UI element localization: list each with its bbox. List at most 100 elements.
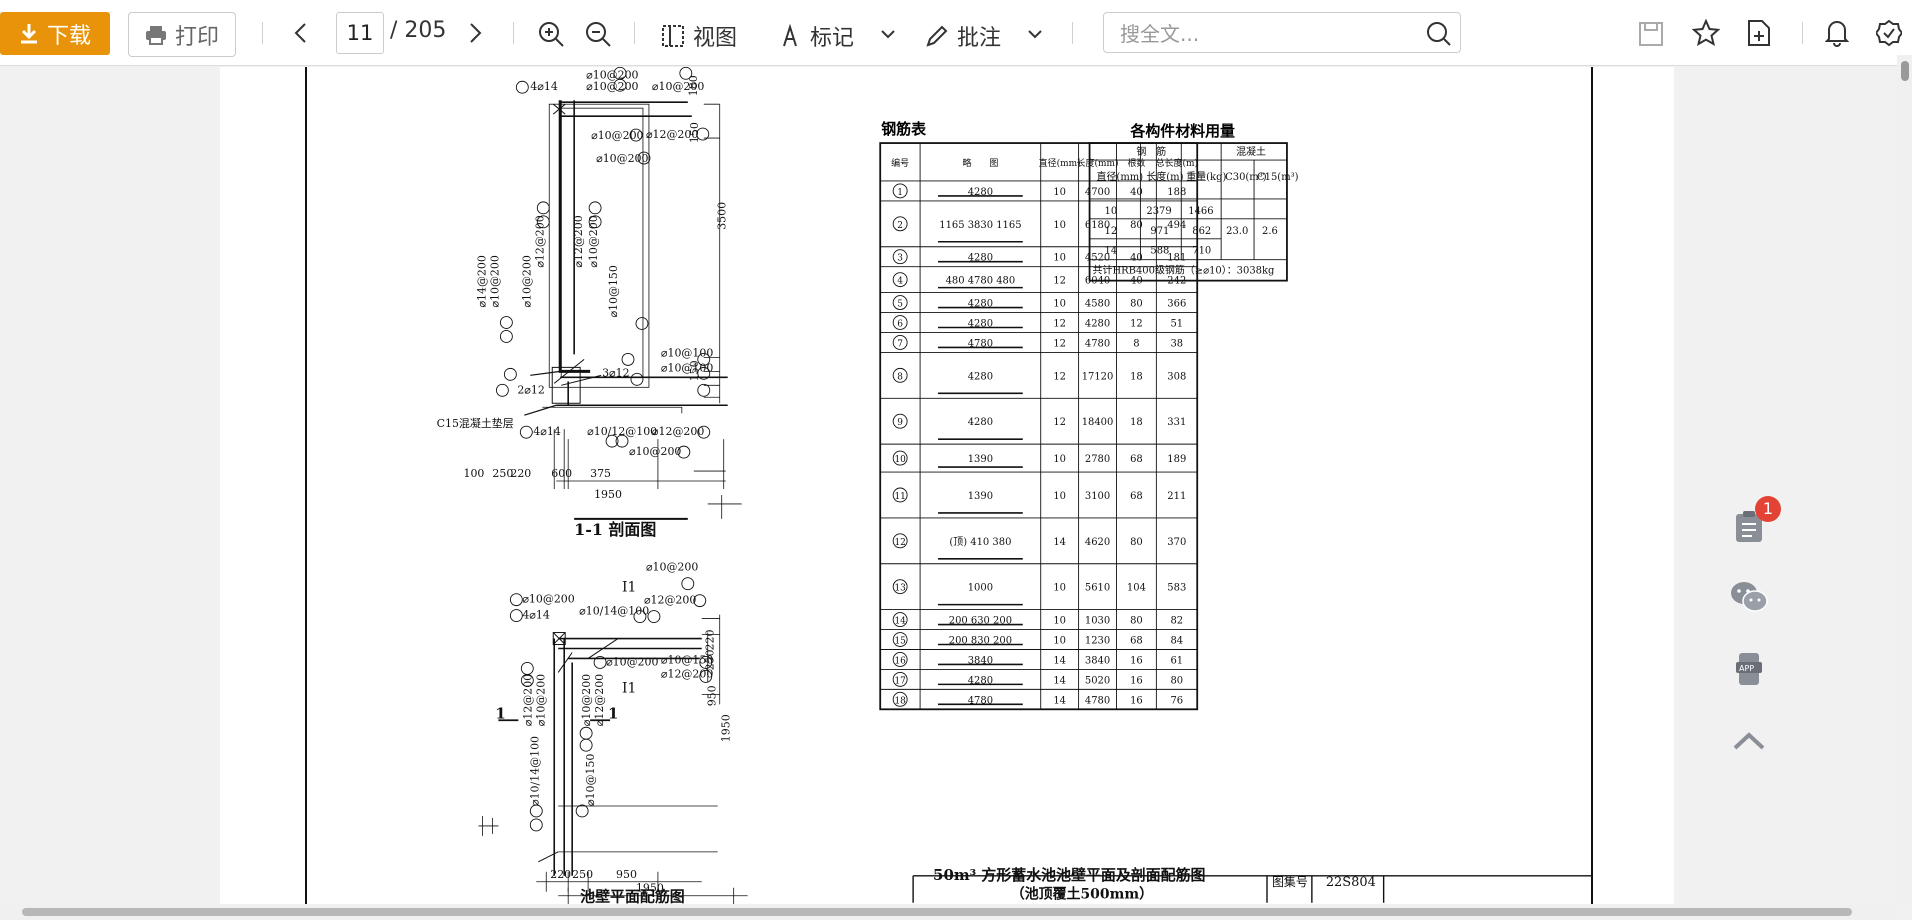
svg-text:直径(mm): 直径(mm) — [1097, 170, 1144, 183]
search-input[interactable] — [1118, 21, 1422, 47]
svg-text:共计HRB400级钢筋（≥⌀10）：3038kg: 共计HRB400级钢筋（≥⌀10）：3038kg — [1093, 264, 1275, 277]
svg-text:375: 375 — [590, 467, 611, 480]
save-button[interactable] — [1637, 20, 1665, 48]
rebar-diameter: 10 — [1053, 220, 1066, 231]
rebar-number-circle — [892, 335, 908, 350]
zoom-out-button[interactable] — [584, 20, 612, 48]
rebar-length: 4280 — [1085, 318, 1110, 329]
rebar-diameter: 10 — [1053, 253, 1066, 264]
search-icon[interactable] — [1426, 21, 1452, 47]
svg-text:220: 220 — [704, 630, 717, 651]
mark-dropdown-button[interactable] — [878, 24, 898, 44]
rebar-no: 8 — [897, 372, 903, 382]
mobile-app-icon: APP — [1736, 653, 1762, 685]
annotate-menu[interactable]: 批注 — [925, 20, 1001, 52]
svg-text:⌀10@200: ⌀10@200 — [488, 255, 501, 307]
next-page-button[interactable] — [464, 20, 488, 46]
rebar-length: 1030 — [1085, 616, 1110, 627]
rebar-number-circle — [892, 315, 908, 330]
app-download-button[interactable]: APP — [1730, 650, 1768, 688]
svg-text:重量(kg): 重量(kg) — [1186, 170, 1226, 183]
rebar-total-length: 82 — [1170, 616, 1183, 627]
rebar-diameter: 12 — [1053, 371, 1066, 382]
rebar-length: 4700 — [1085, 187, 1110, 198]
rebar-shape: 4280 — [968, 299, 993, 310]
rebar-total-length: 494 — [1167, 220, 1186, 231]
document-viewer[interactable]: 4⌀14 ⌀10@200 ⌀10@200 ⌀10@200 ⌀12@200 ⌀10… — [0, 67, 1897, 904]
horizontal-scroll-thumb[interactable] — [22, 908, 1852, 916]
bell-icon — [1825, 21, 1849, 47]
svg-text:220: 220 — [550, 868, 571, 881]
rebar-length: 4520 — [1085, 253, 1110, 264]
rebar-shape: 3840 — [968, 655, 993, 666]
annotate-dropdown-button[interactable] — [1025, 24, 1045, 44]
title-block — [912, 875, 1591, 903]
svg-text:2⌀12: 2⌀12 — [517, 383, 545, 396]
rebar-length: 5020 — [1085, 675, 1110, 686]
rebar-no: 11 — [894, 492, 905, 502]
rebar-diameter: 10 — [1053, 636, 1066, 647]
svg-text:12: 12 — [1105, 226, 1118, 237]
svg-text:250: 250 — [704, 649, 717, 670]
rebar-table-header: 长度(mm) — [1077, 157, 1119, 169]
svg-text:⌀10@150: ⌀10@150 — [661, 653, 713, 666]
rebar-diameter: 14 — [1053, 537, 1066, 548]
svg-text:（池顶覆土500mm）: （池顶覆土500mm） — [1011, 886, 1153, 903]
rebar-diameter: 10 — [1053, 454, 1066, 465]
prev-page-button[interactable] — [288, 20, 312, 46]
wechat-button[interactable] — [1730, 578, 1768, 616]
annotate-label: 批注 — [957, 26, 1002, 51]
rebar-total-length: 331 — [1167, 417, 1186, 428]
add-document-button[interactable] — [1745, 19, 1773, 47]
star-icon — [1692, 19, 1720, 47]
rebar-diameter: 10 — [1053, 299, 1066, 310]
verified-button[interactable] — [1876, 19, 1902, 47]
download-button[interactable]: 下载 — [0, 12, 110, 55]
svg-text:⌀10@200: ⌀10@200 — [534, 674, 547, 726]
view-menu[interactable]: 视图 — [661, 20, 737, 52]
document-list-button[interactable] — [1730, 508, 1768, 546]
svg-text:⌀10@200: ⌀10@200 — [596, 152, 648, 165]
svg-text:950: 950 — [706, 685, 719, 706]
zoom-in-button[interactable] — [537, 20, 565, 48]
material-table-title: 各构件材料用量 — [1129, 122, 1235, 140]
svg-text:钢 筋: 钢 筋 — [1136, 145, 1166, 158]
rebar-diameter: 10 — [1053, 616, 1066, 627]
toolbar-divider — [1802, 22, 1803, 44]
rebar-no: 12 — [894, 538, 905, 548]
favorite-button[interactable] — [1692, 19, 1720, 47]
vertical-scroll-thumb[interactable] — [1901, 61, 1909, 81]
rebar-total-length: 80 — [1170, 675, 1183, 686]
rebar-count: 40 — [1130, 187, 1143, 198]
plan-circle-markers — [509, 577, 713, 832]
rebar-total-length: 308 — [1167, 371, 1186, 382]
download-label: 下载 — [46, 23, 91, 49]
svg-text:4⌀14: 4⌀14 — [530, 80, 558, 93]
clipboard-icon — [1736, 511, 1762, 542]
rebar-count: 18 — [1130, 417, 1143, 428]
rebar-shape: 4280 — [968, 318, 993, 329]
rebar-number-circle — [892, 367, 908, 383]
svg-text:C15(m³): C15(m³) — [1257, 172, 1299, 183]
rebar-table-header: 略 图 — [962, 157, 998, 169]
svg-text:600: 600 — [551, 467, 572, 480]
rebar-count: 68 — [1130, 454, 1143, 465]
print-button[interactable]: 打印 — [128, 12, 237, 57]
svg-text:⌀10/12@100: ⌀10/12@100 — [587, 425, 657, 438]
material-table — [1088, 142, 1288, 282]
mark-menu[interactable]: 标记 — [778, 20, 854, 52]
rebar-no: 7 — [897, 339, 903, 349]
vertical-scrollbar[interactable] — [1897, 55, 1912, 904]
horizontal-scrollbar[interactable] — [0, 904, 1897, 920]
pen-icon — [926, 25, 948, 47]
mark-label: 标记 — [810, 26, 855, 51]
rebar-count: 104 — [1127, 583, 1146, 594]
notifications-button[interactable] — [1823, 19, 1851, 47]
svg-text:180: 180 — [687, 75, 700, 96]
page-number-input[interactable]: 11 — [336, 12, 384, 54]
back-to-top-button[interactable] — [1730, 722, 1768, 760]
zoom-in-icon — [539, 22, 564, 47]
rebar-no: 2 — [897, 221, 903, 231]
rebar-diameter: 12 — [1053, 417, 1066, 428]
rebar-no: 3 — [897, 254, 903, 264]
